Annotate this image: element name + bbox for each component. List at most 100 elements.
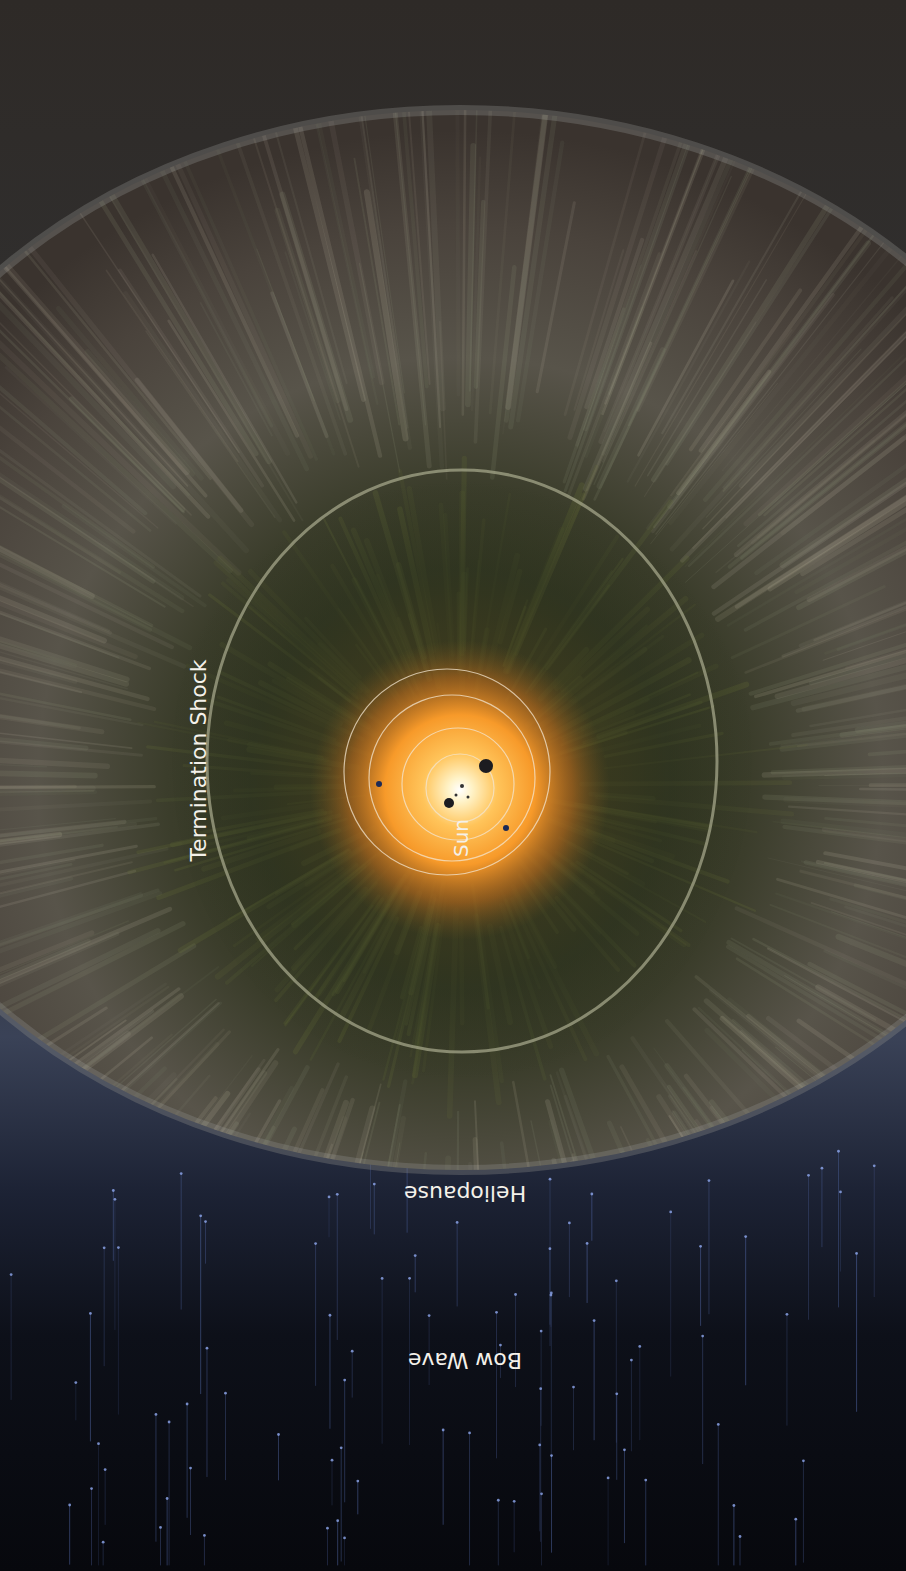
star (586, 1242, 589, 1245)
streak (51, 1063, 276, 1402)
streak (104, 1248, 105, 1366)
streak (0, 433, 135, 656)
star (550, 1454, 553, 1457)
streak (551, 1456, 552, 1553)
star (356, 1480, 359, 1483)
star (669, 1211, 672, 1214)
streak (514, 1501, 515, 1552)
streak (322, 1103, 380, 1331)
streak (710, 991, 906, 1220)
streak (684, 1088, 822, 1275)
streak (741, 1031, 906, 1377)
streak (631, 1360, 632, 1451)
streak (551, 1122, 681, 1571)
streak (72, 201, 239, 453)
streak (205, 1222, 206, 1264)
star (539, 1387, 542, 1390)
streak (69, 1003, 218, 1138)
streak (26, 1088, 291, 1567)
star (739, 1535, 742, 1538)
streak (838, 1151, 839, 1307)
streak (38, 1114, 250, 1445)
streak (821, 1168, 822, 1247)
streak (799, 1021, 906, 1281)
region-label: Termination Shock (185, 659, 210, 861)
star (572, 1386, 575, 1389)
streak (785, 976, 906, 1186)
streak (0, 1069, 165, 1267)
streak (554, 1160, 628, 1458)
streak (337, 1194, 338, 1339)
streak (722, 1018, 863, 1143)
streak (539, 1445, 540, 1531)
streak (344, 1538, 345, 1565)
streak (462, 1188, 465, 1571)
streak (463, 0, 467, 415)
streak (153, 1145, 332, 1571)
star (615, 1279, 618, 1282)
streak (0, 1008, 106, 1160)
streak (803, 1461, 804, 1562)
region-label: Heliopause (404, 1181, 526, 1206)
streak (808, 1175, 809, 1319)
streak (670, 1096, 906, 1522)
streak (275, 1077, 347, 1261)
streak (329, 1197, 330, 1237)
star (112, 1189, 115, 1192)
streak (25, 1129, 295, 1571)
streak (0, 114, 158, 528)
streak (707, 1030, 906, 1311)
star (97, 1442, 100, 1445)
star (499, 1344, 502, 1347)
streak (126, 1068, 307, 1403)
streak (659, 1097, 906, 1498)
streak (374, 1184, 375, 1234)
streak (745, 1237, 746, 1385)
streak (0, 792, 95, 802)
star (114, 1198, 117, 1201)
star (74, 1381, 77, 1384)
streak (605, 0, 827, 403)
streak (706, 1001, 906, 1219)
streak (131, 1103, 346, 1571)
streak (0, 999, 216, 1287)
streak (0, 498, 118, 657)
streak (496, 1312, 497, 1458)
streak (623, 1168, 855, 1571)
streak (513, 1082, 545, 1261)
streak (0, 663, 130, 720)
streak (856, 885, 906, 938)
star (206, 1347, 209, 1350)
streak (370, 1161, 371, 1228)
streak (742, 1050, 906, 1266)
streak (716, 195, 906, 572)
streak (0, 482, 150, 630)
star (189, 1467, 192, 1470)
star (568, 1222, 571, 1225)
streak (624, 1450, 625, 1543)
streak (0, 1079, 176, 1414)
streak (733, 1505, 734, 1565)
streak (794, 558, 906, 703)
streak (685, 232, 906, 583)
streak (206, 1348, 207, 1476)
streak (155, 1414, 156, 1541)
star (873, 1164, 876, 1167)
streak (0, 688, 132, 748)
streak (246, 1090, 323, 1260)
streak (669, 1087, 874, 1383)
streak (825, 951, 906, 1151)
star (408, 1277, 411, 1280)
star (855, 1252, 858, 1255)
streak (0, 789, 93, 793)
streak (812, 903, 906, 1069)
star (717, 1423, 720, 1426)
streak (187, 1404, 188, 1517)
streak (114, 1199, 115, 1329)
streak (317, 1179, 386, 1550)
streak (784, 773, 906, 778)
star (336, 1519, 339, 1522)
streak (0, 1124, 237, 1545)
streak (628, 261, 750, 481)
